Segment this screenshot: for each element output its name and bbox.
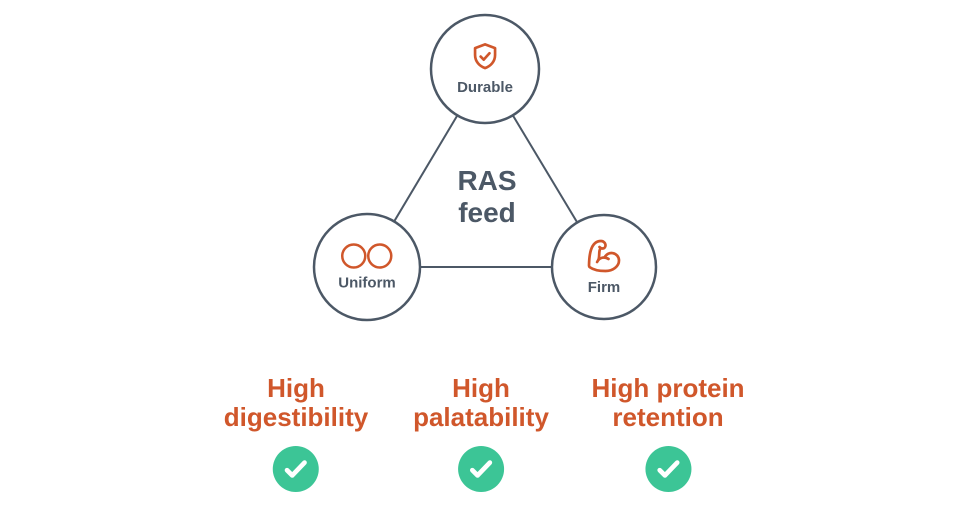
benefit-line2: palatability	[413, 401, 549, 432]
center-label-line2: feed	[458, 197, 516, 229]
benefit-line1: High	[452, 373, 510, 403]
node-circle-firm	[550, 213, 658, 321]
benefit-text: High digestibility	[224, 374, 368, 431]
center-label-ras-feed: RAS feed	[457, 165, 516, 229]
check-icon	[645, 446, 691, 493]
benefit-line2: digestibility	[223, 401, 369, 432]
benefit-line2: retention	[612, 401, 724, 432]
benefit-line1: High protein	[591, 373, 745, 403]
center-label-line1: RAS	[457, 165, 517, 196]
benefit-protein-retention: High protein retention	[591, 374, 745, 493]
benefit-text: High protein retention	[591, 374, 744, 431]
benefit-text: High palatability	[413, 374, 549, 431]
check-icon	[273, 446, 319, 493]
benefit-palatability: High palatability	[413, 374, 549, 493]
benefit-line1: High	[267, 373, 325, 403]
node-circle-durable	[429, 13, 541, 125]
benefit-digestibility: High digestibility	[224, 374, 368, 493]
check-icon	[457, 446, 504, 493]
node-circle-uniform	[312, 212, 422, 322]
